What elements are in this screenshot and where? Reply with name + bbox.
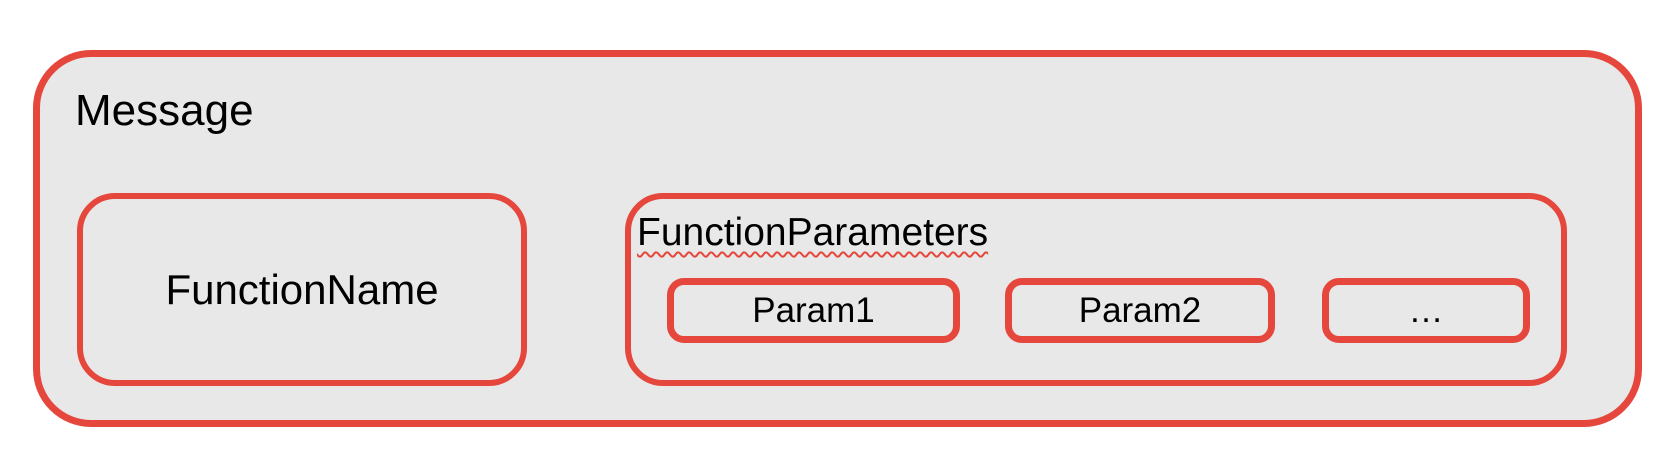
message-label: Message	[75, 86, 254, 135]
param-box-2: Param2	[1005, 278, 1275, 343]
param-box-ellipsis: …	[1322, 278, 1530, 343]
function-name-box: FunctionName	[77, 193, 527, 386]
param-1-label: Param1	[752, 291, 875, 330]
function-parameters-label: FunctionParameters	[637, 211, 989, 254]
function-name-label: FunctionName	[165, 265, 439, 313]
param-2-label: Param2	[1078, 291, 1202, 330]
param-box-1: Param1	[667, 278, 960, 343]
param-ellipsis-label: …	[1408, 291, 1444, 330]
